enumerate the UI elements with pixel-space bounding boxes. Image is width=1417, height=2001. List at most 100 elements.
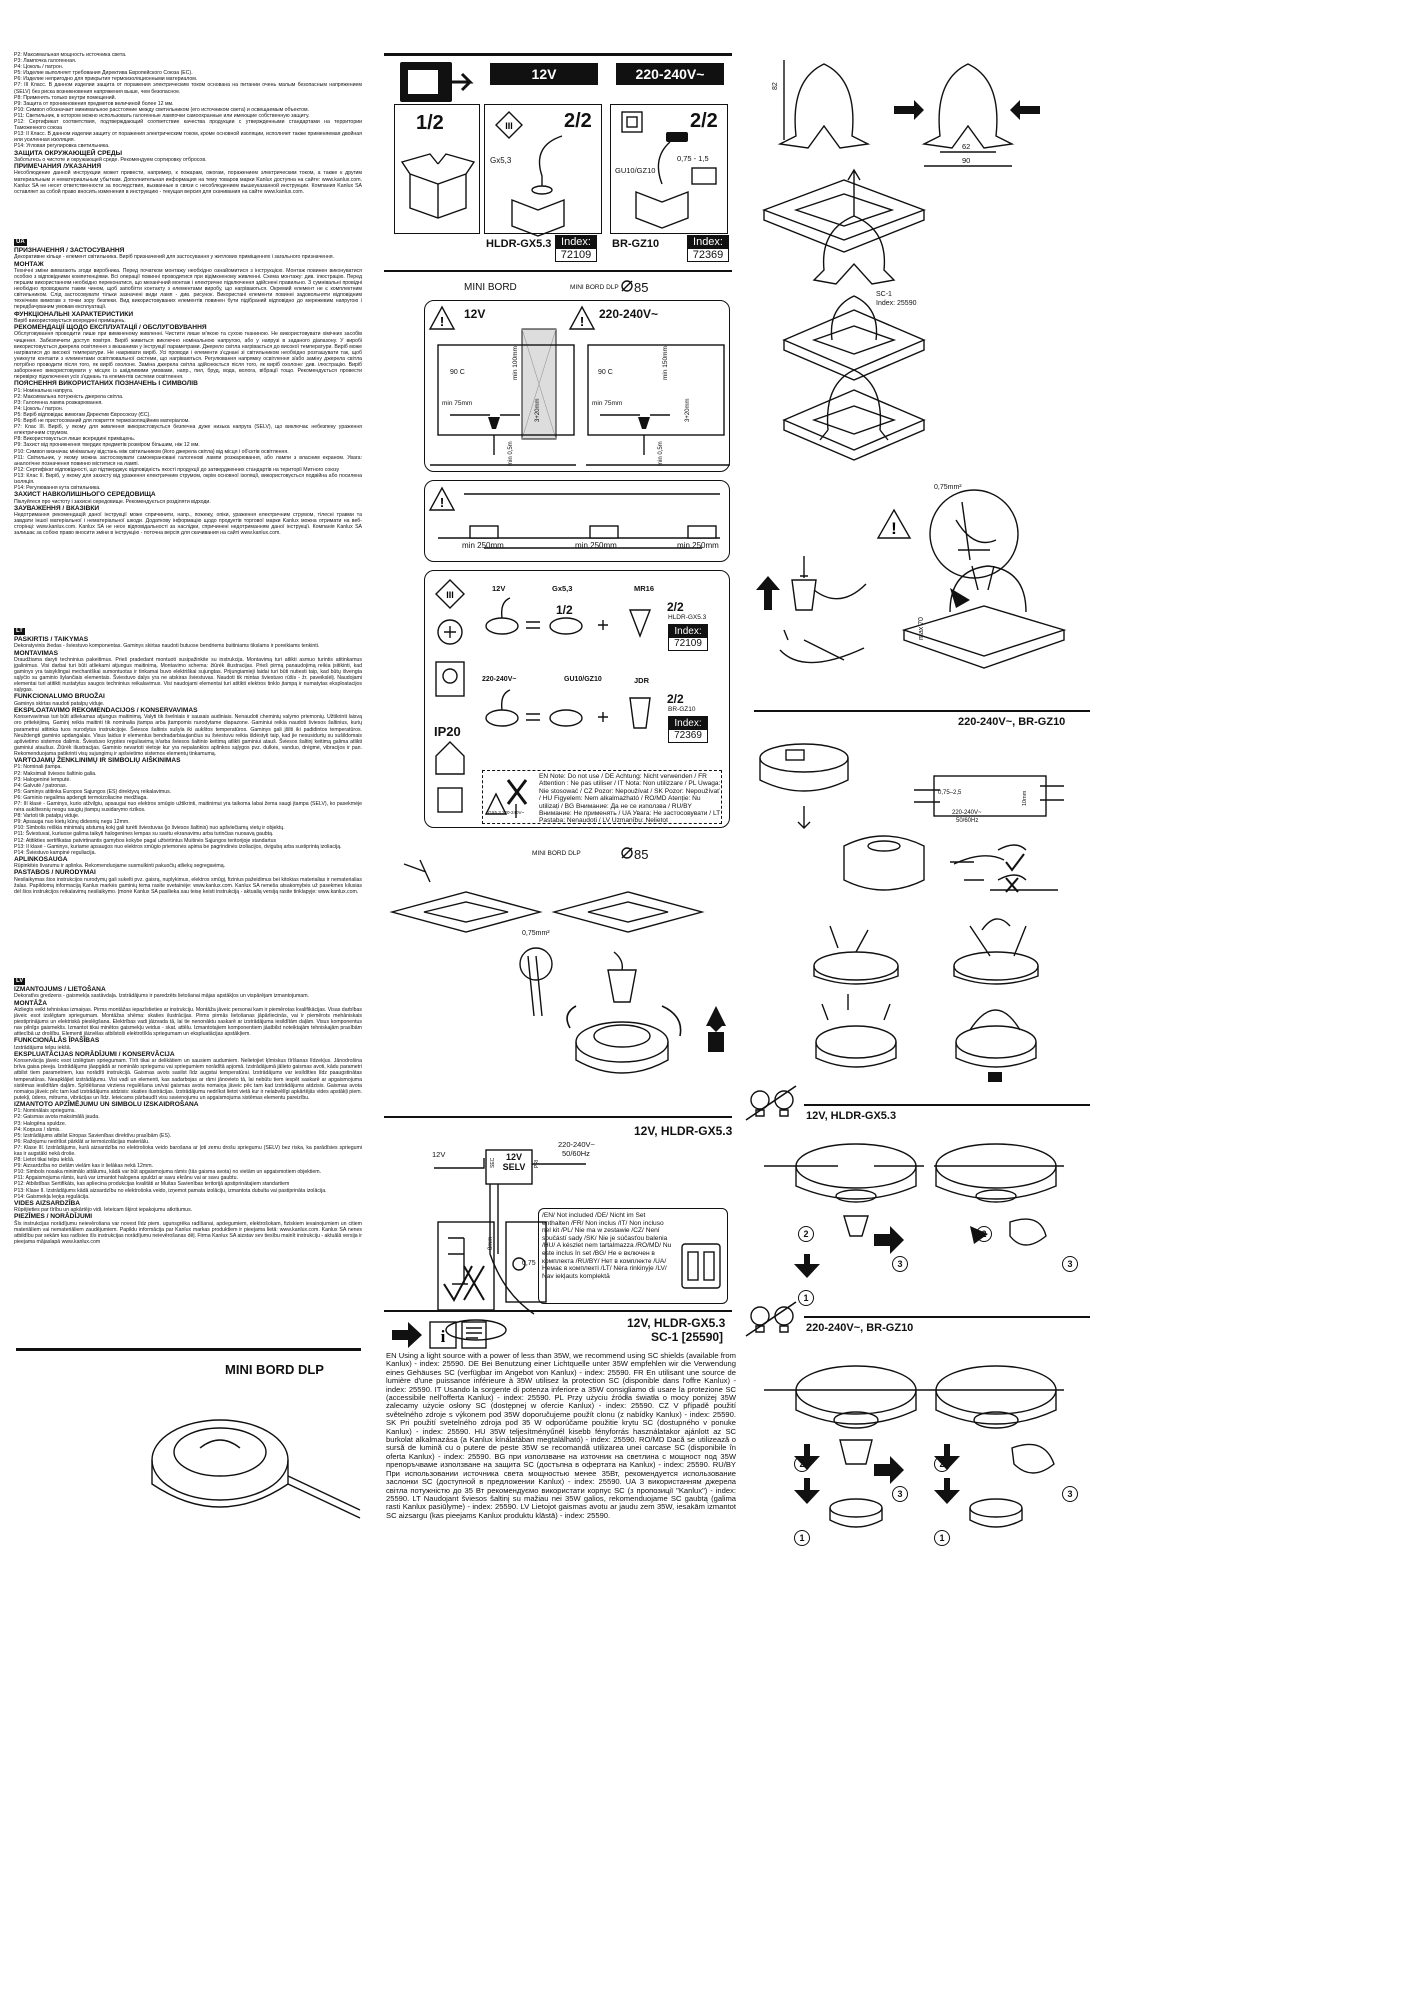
lv-heading-purpose: IZMANTOJUMS / LIETOŠANA: [14, 986, 106, 993]
kit-jdr-label: JDR: [634, 676, 650, 685]
kit-mr16-label: MR16: [634, 584, 655, 593]
svg-text:!: !: [580, 314, 584, 329]
ru-env-text: Заботьтесь о чистоте и окружающей среде.…: [14, 156, 207, 163]
product-br-gz10: BR-GZ10: [612, 238, 660, 250]
ua-language-tag: UA: [14, 239, 27, 246]
ua-text-symbols: P1: Номінальна напруга. P2: Максимальна …: [14, 387, 362, 492]
tr-sec-label: SEC: [490, 1157, 496, 1168]
svg-text:i: i: [441, 1327, 446, 1346]
dlp-installation-illustration: [389, 859, 726, 1074]
do-not-use-small: GX5.3 220-240V~: [488, 810, 525, 815]
lv-heading-mounting: MONTĀŽA: [14, 999, 47, 1007]
left-text-column: P2: Максимальная мощность источника свет…: [0, 0, 372, 1556]
bulb-icons-2: [745, 1301, 797, 1337]
ru-notes-text: Несоблюдение данной инструкции может при…: [14, 170, 362, 195]
kit-index-label-a: Index:: [669, 625, 707, 638]
wire-size-label: 0,75 - 1,5: [677, 154, 709, 163]
ua-text-notes: Недотримання рекомендацій даної інструкц…: [14, 512, 362, 537]
lt-text-environment: Rūpinkitės švarumu ir aplinka. Rekomendu…: [14, 863, 226, 870]
ua-heading-symbols: ПОЯСНЕННЯ ВИКОРИСТАНИХ ПОЗНАЧЕНЬ І СИМВО…: [14, 380, 198, 388]
class-ii-icon: [621, 111, 643, 133]
svg-text:!: !: [891, 519, 897, 538]
sc1-shield-illustration: [762, 60, 1040, 461]
wire-range: 0,75–2,5: [938, 790, 962, 796]
transformer-wiring: [434, 1149, 586, 1341]
index-hldr: Index: 72109: [555, 235, 597, 262]
kit-prod-hldr: HLDR-GX5.3: [668, 614, 707, 621]
svg-text:III: III: [446, 590, 454, 600]
step-2-br-left: 2: [794, 1456, 810, 1472]
lt-heading-notes: PASTABOS / NURODYMAI: [14, 869, 96, 877]
svg-text:!: !: [440, 314, 444, 329]
clearance-panel: [424, 300, 730, 472]
lv-heading-environment: VIDES AIZSARDZĪBA: [14, 1199, 81, 1207]
tr-12v-label: 12V: [432, 1150, 446, 1159]
ru-notes-heading: ПРИМЕЧАНИЯ /УКАЗАНИЯ: [14, 163, 102, 170]
wire-10mm: 10mm: [1022, 790, 1028, 806]
mini-bord-label: MINI BORD: [464, 282, 517, 293]
ua-heading-notes: ЗАУВАЖЕННЯ / ВКАЗІВКИ: [14, 504, 100, 512]
section-12v-hldr: 12V, HLDR-GX5.3: [634, 1124, 733, 1138]
class-iii-icon: III: [495, 111, 523, 139]
min-250mm-b: min 250mm: [575, 541, 617, 550]
diameter-85: 85: [634, 280, 649, 295]
ru-instructions-tail: P2: Максимальная мощность источника свет…: [14, 52, 362, 232]
divider-br-gz10-right: [804, 1316, 1090, 1318]
section-sc1-title-b: SC-1 [25590]: [651, 1330, 724, 1344]
lv-text-purpose: Dekoratīvs gredzens - gaismekļa sastāvda…: [14, 993, 309, 1000]
min-75mm-right: min 75mm: [592, 400, 623, 407]
kit-230-label: 220-240V~: [482, 676, 517, 683]
lv-text-symbols: P1: Nominālais spriegums. P2: Gaismas av…: [14, 1108, 362, 1200]
ua-text-features: Виріб використовується всередині приміще…: [14, 317, 126, 324]
lt-heading-mounting: MONTAVIMAS: [14, 649, 59, 657]
min-250mm-a: min 250mm: [462, 541, 504, 550]
step-2-left: 2: [798, 1226, 814, 1242]
br-gz10-socket-illustration: [635, 132, 717, 229]
kit-prod-br: BR-GZ10: [668, 706, 696, 713]
tr-hz-label: 50/60Hz: [562, 1149, 590, 1158]
hldr-lampholder-illustration: [511, 135, 565, 237]
section-230-br-gz10-right: 220-240V~, BR-GZ10: [806, 1322, 914, 1334]
ua-text-maintenance: Обслуговування проводити лише при вимкне…: [14, 331, 362, 381]
mini-bord-dlp-label-mid: MINI BORD DLP: [532, 850, 581, 857]
step-1-left: 1: [798, 1290, 814, 1306]
lv-language-tag: LV: [14, 978, 26, 985]
sc1-recommendation-text: EN Using a light source with a power of …: [386, 1351, 736, 1520]
lv-heading-notes: PIEZĪMES / NORĀDĪJUMI: [14, 1213, 93, 1221]
qty-1-2: 1/2: [416, 112, 444, 134]
lv-text-mounting: Aizliegts veikt tehniskas izmaiņas. Pirm…: [14, 1006, 362, 1038]
hldr-fitting-illustration: !: [756, 489, 1067, 669]
ip20-label: IP20: [434, 724, 461, 739]
step-3-br-right: 3: [1062, 1486, 1078, 1502]
dim-90: 90: [962, 156, 971, 165]
diameter-icon-2: [621, 847, 633, 859]
lv-heading-maintenance: EKSPLUATĀCIJAS NORĀDĪJUMI / KONSERVĀCIJA: [14, 1050, 175, 1058]
min-75mm-left: min 75mm: [442, 400, 473, 407]
ua-heading-maintenance: РЕКОМЕНДАЦІЇ ЩОДО ЕКСПЛУАТАЦІЇ / ОБСЛУГО…: [14, 324, 207, 332]
divider-sc1: [384, 1310, 732, 1312]
bulb-icons: [745, 1085, 797, 1121]
svg-text:!: !: [440, 495, 444, 510]
dlp-wire-size: 0,75mm²: [522, 930, 550, 937]
lv-heading-features: FUNKCIONĀLĀS ĪPAŠĪBAS: [14, 1037, 100, 1045]
lt-heading-symbols: VARTOJAMŲ ŽENKLINIMŲ IR SIMBOLIŲ AIŠKINI…: [14, 757, 181, 765]
section-230-br-gz10: 220-240V~, BR-GZ10: [958, 716, 1066, 728]
index-number-br: 72369: [692, 249, 724, 261]
dim-82: 82: [772, 82, 779, 90]
tr-selv-label: 12V SELV: [502, 1152, 526, 1172]
index-number-hldr: 72109: [560, 249, 592, 261]
svg-text:III: III: [505, 121, 513, 131]
kit-index-number-a: 72109: [674, 638, 702, 649]
lv-instructions: LV IZMANTOJUMS / LIETOŠANA Dekoratīvs gr…: [14, 976, 362, 1300]
spacing-diagram: !: [428, 486, 720, 549]
ua-heading-mounting: МОНТАЖ: [14, 260, 44, 268]
ring-install-illustration: [815, 994, 1037, 1082]
bottom-divider: [16, 1348, 361, 1351]
mini-bord-dlp-label-top: MINI BORD DLP: [570, 284, 619, 291]
section-12v-hldr-right: 12V, HLDR-GX5.3: [806, 1110, 897, 1122]
compatibility-panel: [424, 570, 730, 828]
not-included-box: [538, 1208, 728, 1304]
qty-2-2-br: 2/2: [690, 110, 718, 132]
divider-12v-hldr-right: [804, 1104, 1090, 1106]
step-2-br-right: 2: [934, 1456, 950, 1472]
